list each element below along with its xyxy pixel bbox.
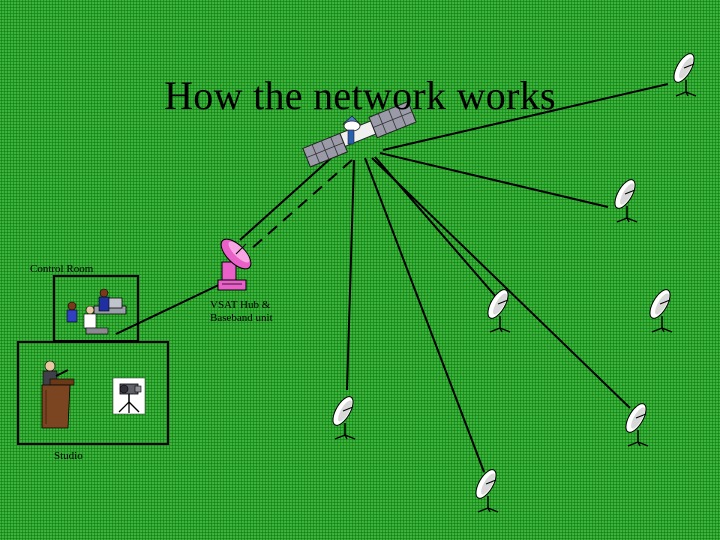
- satellite-icon: [302, 100, 417, 168]
- presenter-icon: [41, 360, 75, 429]
- camera-icon: [112, 377, 146, 415]
- studio-box: [17, 341, 169, 445]
- control-room-label: Control Room: [30, 263, 94, 275]
- satellite-links: [115, 83, 669, 473]
- satellite-dish-icon: [621, 399, 651, 447]
- satellite-dish-icon: [483, 285, 513, 333]
- link-line: [364, 157, 485, 473]
- satellite-dish-icon: [471, 465, 501, 513]
- downlink-dashed-line: [249, 159, 353, 251]
- slide-title: How the network works: [164, 73, 556, 118]
- link-line: [346, 159, 355, 391]
- hub-to-control-link: [115, 281, 226, 335]
- uplink-line: [239, 149, 341, 241]
- satellite-dish-icon: [328, 392, 358, 440]
- hub-label: VSAT Hub & Baseband unit: [210, 299, 273, 325]
- control-room-box: [53, 275, 139, 342]
- hub-label-line1: VSAT Hub &: [210, 299, 271, 311]
- operators-icon: [66, 288, 127, 335]
- satellite-dish-icon: [645, 285, 675, 333]
- link-line: [379, 152, 609, 208]
- link-line: [382, 83, 669, 151]
- studio-label: Studio: [54, 450, 83, 462]
- link-line: [371, 157, 631, 409]
- satellite-dish-icon: [610, 175, 640, 223]
- hub-label-line2: Baseband unit: [210, 312, 273, 324]
- hub-dish-icon: [217, 238, 252, 291]
